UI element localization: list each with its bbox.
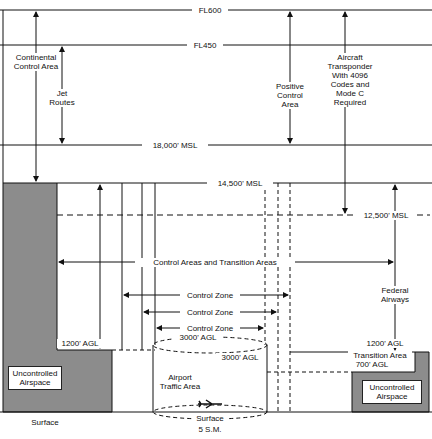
airspace-label: FL450 [187, 41, 223, 50]
airplane-icon [198, 400, 222, 408]
airspace-label: Positive Control Area [269, 82, 311, 109]
airspace-label: Surface [25, 418, 65, 427]
airspace-label: 3000' AGL [216, 353, 264, 362]
airspace-label: 5 S.M. [192, 425, 228, 434]
traffic-area-cylinder: Airport Traffic Area [150, 335, 270, 421]
airspace-label: FL600 [192, 6, 228, 15]
airspace-label: Transition Area [348, 351, 412, 360]
airspace-label: Federal Airways [372, 286, 418, 304]
zone-boundary [142, 183, 143, 350]
airspace-label: 14,500' MSL [207, 179, 273, 188]
extent-arrow [345, 12, 346, 213]
ground-line [0, 412, 432, 413]
zone-boundary [278, 183, 279, 412]
node-text: Uncontrolled Airspace [366, 383, 418, 401]
airspace-label: Control Zone [180, 291, 240, 300]
cylinder-stroke [153, 405, 267, 419]
uncontrolled-airspace-box: Uncontrolled Airspace [362, 380, 422, 404]
airspace-label: Continental Control Area [12, 53, 60, 71]
boundary-line [3, 10, 4, 183]
extent-arrow [36, 12, 37, 181]
cylinder-stroke [153, 337, 267, 353]
floor-line [112, 350, 155, 351]
node-text: Uncontrolled Airspace [12, 369, 58, 387]
airspace-label: Surface [192, 414, 228, 423]
cylinder-stroke [153, 345, 154, 412]
uncontrolled-region [3, 183, 112, 412]
floor-line [267, 372, 352, 373]
airspace-label: 1200' AGL [362, 339, 408, 348]
uncontrolled-airspace-box: Uncontrolled Airspace [8, 366, 62, 390]
airspace-label: 12,500' MSL [356, 211, 416, 220]
cylinder-stroke [267, 345, 268, 412]
node-text: Airport Traffic Area [158, 373, 202, 391]
airspace-label: Jet Routes [46, 89, 78, 107]
extent-arrow [100, 185, 101, 348]
uncontrolled-region [352, 352, 429, 412]
airspace-label: Control Zone [180, 324, 240, 333]
airspace-label: 700' AGL [351, 360, 393, 369]
airspace-label: 3000' AGL [173, 333, 223, 342]
airspace-label: Control Areas and Transition Areas [135, 258, 295, 267]
altitude-line [0, 145, 432, 146]
airspace-label: Control Zone [180, 308, 240, 317]
extent-arrow [290, 12, 291, 143]
airspace-label: 1200' AGL [57, 339, 103, 348]
airspace-label: 18,000' MSL [142, 141, 208, 150]
zone-boundary [122, 183, 123, 350]
zone-boundary [290, 183, 291, 412]
airspace-label: Aircraft Transponder With 4096 Codes and… [319, 53, 381, 107]
